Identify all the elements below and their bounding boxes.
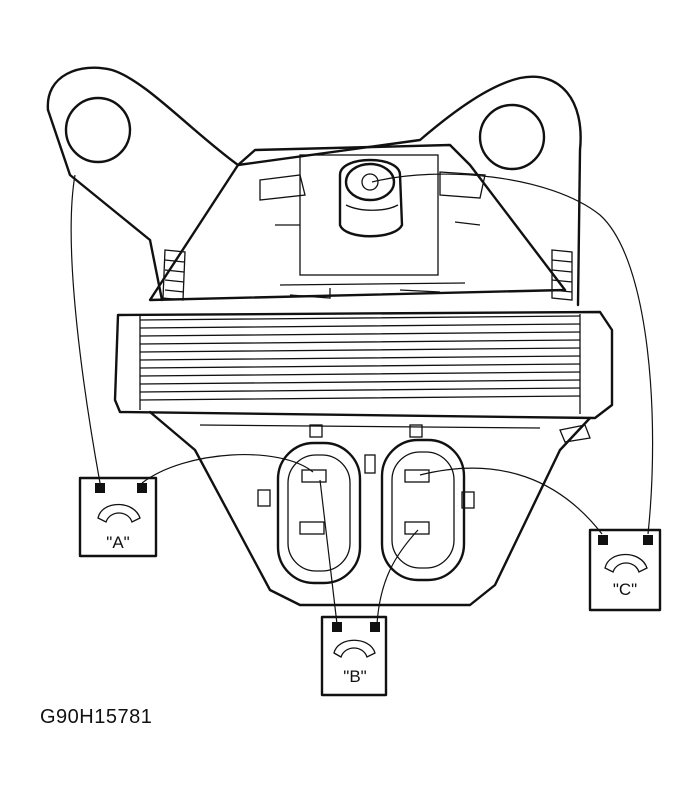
meter-b-dial-icon — [333, 639, 376, 658]
high-voltage-tower — [338, 158, 404, 238]
coil-upper-housing — [148, 143, 573, 302]
meter-b-probe-right — [370, 622, 380, 632]
terminal-connector-right — [380, 438, 466, 582]
lead-a-1 — [70, 174, 101, 484]
coil-lower-housing — [148, 410, 592, 607]
lead-b-1 — [319, 479, 338, 625]
meter-c: "C" — [588, 528, 662, 612]
meter-a-label: "A" — [106, 533, 129, 552]
lead-b-2 — [376, 529, 419, 625]
test-leads — [70, 173, 654, 625]
terminal-pin-4 — [404, 521, 430, 535]
lead-c-1 — [419, 467, 603, 535]
lead-a-2 — [141, 454, 314, 484]
terminal-pin-2 — [299, 521, 325, 535]
meter-a-dial-icon — [97, 504, 141, 523]
meter-b: "B" — [320, 615, 388, 697]
meter-a-probe-right — [137, 483, 147, 493]
meter-a-probe-left — [95, 483, 105, 493]
lead-c-2 — [371, 173, 654, 535]
mounting-hole-right — [478, 103, 546, 171]
meter-c-label: "C" — [613, 580, 637, 599]
meter-c-probe-right — [643, 535, 653, 545]
mounting-bracket — [46, 66, 582, 307]
meter-c-probe-left — [598, 535, 608, 545]
meter-b-probe-left — [332, 622, 342, 632]
terminal-pin-1 — [301, 469, 327, 483]
meter-b-label: "B" — [343, 667, 366, 686]
mounting-hole-left — [64, 96, 132, 164]
terminal-connector-left — [276, 441, 362, 585]
coil-core-band — [113, 310, 614, 420]
meter-a: "A" — [78, 476, 158, 558]
figure-code: G90H15781 — [40, 706, 153, 728]
meter-c-dial-icon — [604, 554, 648, 573]
terminal-pin-3 — [404, 469, 430, 483]
